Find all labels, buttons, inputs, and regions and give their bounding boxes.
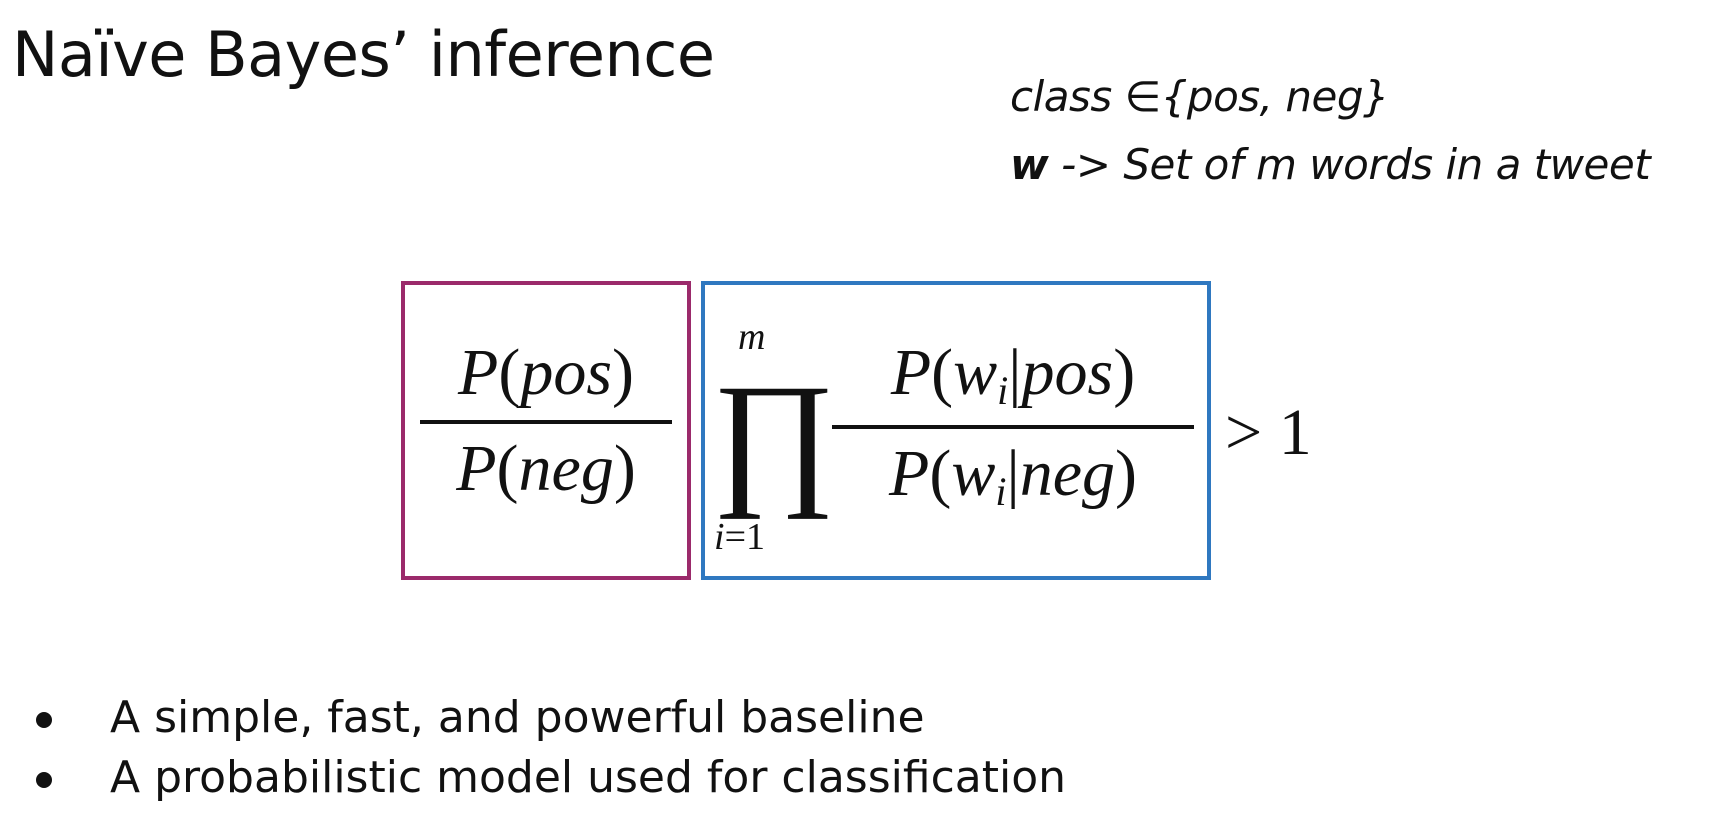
bullet-text: A probabilistic model used for classific… [110,752,1067,803]
bullet-dot-icon [36,772,52,788]
prior-numerator: P(pos) [458,336,634,409]
bullet-dot-icon [36,712,52,728]
likelihood-ratio-box [701,281,1211,580]
slide-title: Naïve Bayes’ inference [12,18,715,91]
bullet-text: A simple, fast, and powerful baseline [110,692,925,743]
product-upper-limit: m [738,316,766,358]
likelihood-ratio-fraction: P(wi|pos) P(wi|neg) [832,340,1194,512]
words-definition-text: -> Set of m words in a tweet [1048,140,1651,189]
bullet-list: A simple, fast, and powerful baseline A … [30,688,1066,808]
prior-fraction-bar [420,420,672,424]
w-symbol: w [1010,140,1049,189]
likelihood-fraction-bar [832,425,1194,429]
product-symbol: ∏ [712,354,836,520]
prior-ratio-fraction: P(pos) P(neg) [420,340,672,502]
prior-denominator: P(neg) [456,432,636,505]
bullet-item: A simple, fast, and powerful baseline [30,688,1066,748]
prior-ratio-box [401,281,691,580]
class-definition: class ∈{pos, neg} [1010,72,1390,121]
words-definition: w -> Set of m words in a tweet [1010,140,1651,189]
likelihood-denominator: P(wi|neg) [889,437,1137,514]
comparison-greater-than-one: > 1 [1225,396,1312,469]
likelihood-numerator: P(wi|pos) [890,336,1136,413]
product-lower-limit: i=1 [714,516,765,558]
bullet-item: A probabilistic model used for classific… [30,748,1066,808]
